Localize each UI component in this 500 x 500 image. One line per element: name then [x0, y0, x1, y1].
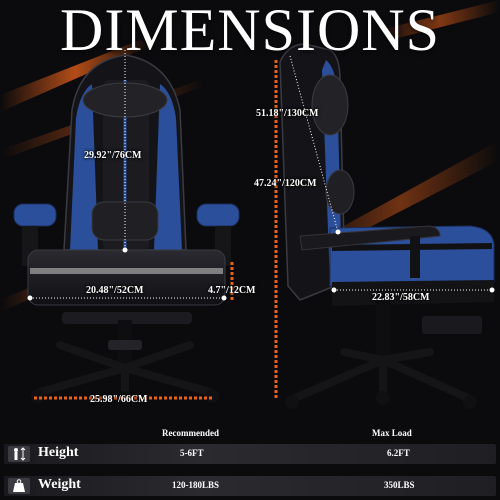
backrest-height-label: 29.92"/76CM — [84, 150, 142, 161]
height-label: Height — [38, 445, 79, 460]
seat-depth-label: 22.83"/58CM — [372, 292, 430, 303]
front-dimension-lines — [27, 50, 234, 400]
cushion-thickness-label: 4.7"/12CM — [208, 285, 256, 296]
spec-row-height: Height 5-6FT 6.2FT — [4, 444, 496, 464]
recommended-header: Recommended — [162, 428, 219, 438]
side-chair — [279, 43, 495, 409]
side-dimension-lines — [274, 55, 495, 400]
height-recommended-value: 5-6FT — [180, 448, 204, 458]
max-load-header: Max Load — [372, 428, 412, 438]
height-icon — [8, 446, 30, 462]
weight-icon — [8, 478, 30, 494]
weight-label: Weight — [38, 477, 81, 492]
total-height-label: 51.18"/130CM — [256, 108, 319, 119]
height-max-value: 6.2FT — [387, 448, 410, 458]
page-title: DIMENSIONS — [59, 0, 441, 63]
seat-width-label: 20.48"/52CM — [86, 285, 144, 296]
base-width-label: 25.98"/66CM — [90, 394, 148, 405]
weight-max-value: 350LBS — [384, 480, 415, 490]
front-chair — [13, 54, 240, 405]
weight-recommended-value: 120-180LBS — [172, 480, 220, 490]
spec-row-weight: Weight 120-180LBS 350LBS — [4, 476, 496, 496]
backrest-side-height-label: 47.24"/120CM — [254, 178, 317, 189]
